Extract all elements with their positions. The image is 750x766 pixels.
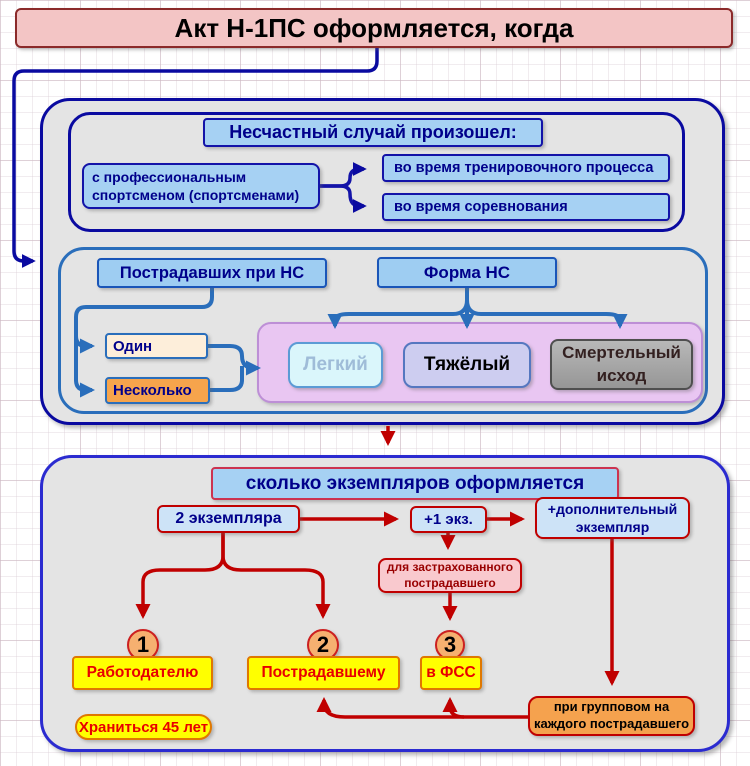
victims-several-box: Несколько bbox=[105, 377, 210, 404]
fss-box: в ФСС bbox=[420, 656, 482, 690]
accident-subject-box: с профессиональным спортсменом (спортсме… bbox=[82, 163, 320, 209]
form-light-box: Легкий bbox=[288, 342, 383, 388]
plus-additional-box: +дополнительный экземпляр bbox=[535, 497, 690, 539]
group-accident-note-box: при групповом на каждого пострадавшего bbox=[528, 696, 695, 736]
page-title: Акт Н-1ПС оформляется, когда bbox=[15, 8, 733, 48]
copy1-number-circle: 1 bbox=[127, 629, 159, 661]
copy3-number-circle: 3 bbox=[435, 630, 465, 660]
copy2-number-circle: 2 bbox=[307, 629, 339, 661]
form-severe-box: Тяжёлый bbox=[403, 342, 531, 388]
accident-header: Несчастный случай произошел: bbox=[203, 118, 543, 147]
during-training-box: во время тренировочного процесса bbox=[382, 154, 670, 182]
form-fatal-box: Смертельный исход bbox=[550, 339, 693, 390]
two-copies-box: 2 экземпляра bbox=[157, 505, 300, 533]
copies-header: сколько экземпляров оформляется bbox=[211, 467, 619, 500]
victim-copy-box: Пострадавшему bbox=[247, 656, 400, 690]
during-competition-box: во время соревнования bbox=[382, 193, 670, 221]
victims-form-subpanel bbox=[58, 247, 708, 414]
form-header: Форма НС bbox=[377, 257, 557, 288]
keep-45-years-box: Храниться 45 лет bbox=[75, 714, 212, 740]
plus-one-box: +1 экз. bbox=[410, 506, 487, 533]
employer-box: Работодателю bbox=[72, 656, 213, 690]
victims-one-box: Один bbox=[105, 333, 208, 359]
insured-note-box: для застрахованного пострадавшего bbox=[378, 558, 522, 593]
victims-header: Пострадавших при НС bbox=[97, 258, 327, 288]
